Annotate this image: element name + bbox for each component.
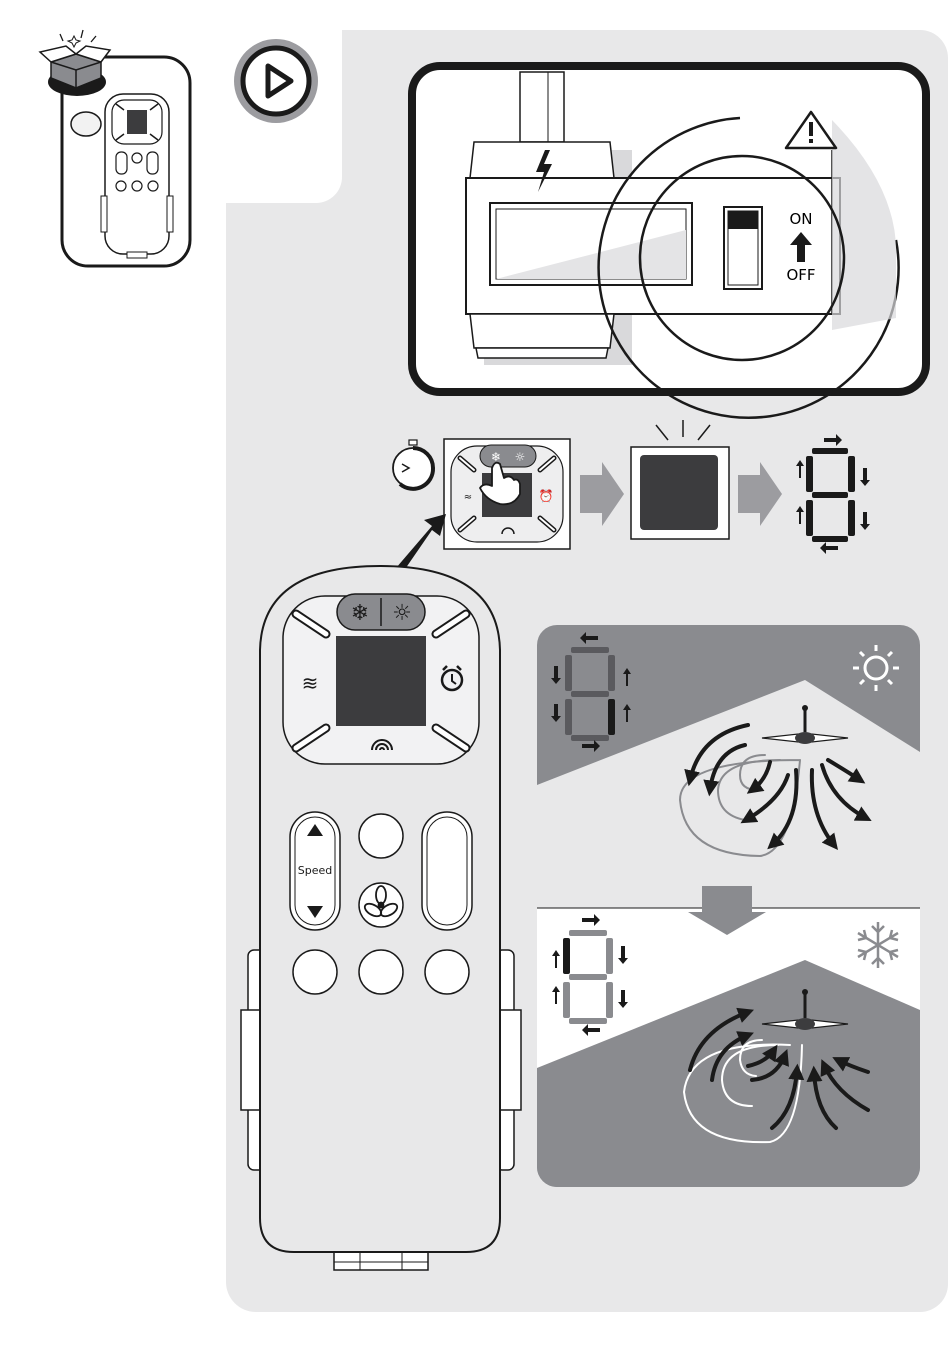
mode-button-zoom: ❄ ☼ ⏰ ≈	[444, 439, 570, 549]
step-arrow-1	[580, 462, 624, 526]
open-box-icon	[40, 30, 110, 96]
speed-label: Speed	[298, 864, 332, 877]
sun-icon: ☼	[392, 601, 412, 626]
stopwatch-icon	[393, 440, 433, 489]
switch-off-label: OFF	[786, 266, 815, 284]
round-button-2[interactable]	[293, 950, 337, 994]
wind-icon: ≋	[302, 671, 319, 695]
round-button-1[interactable]	[359, 814, 403, 858]
svg-text:⏰: ⏰	[539, 488, 554, 503]
round-button-3[interactable]	[359, 950, 403, 994]
round-button-4[interactable]	[425, 950, 469, 994]
fan-button[interactable]	[359, 883, 403, 927]
switch-on-label: ON	[789, 210, 812, 228]
step-arrow-2	[738, 462, 782, 526]
play-icon	[234, 39, 318, 123]
svg-text:≈: ≈	[464, 492, 472, 503]
segment-digit-icon	[796, 434, 870, 554]
long-button[interactable]	[422, 812, 472, 930]
mode-toggle-button[interactable]: ❄ ☼	[337, 594, 425, 630]
snowflake-icon: ❄	[351, 601, 369, 626]
power-switch-panel	[412, 66, 926, 418]
wind-button[interactable]: ≋	[302, 671, 319, 695]
svg-text:☼: ☼	[515, 450, 526, 464]
blinking-display	[631, 420, 729, 539]
